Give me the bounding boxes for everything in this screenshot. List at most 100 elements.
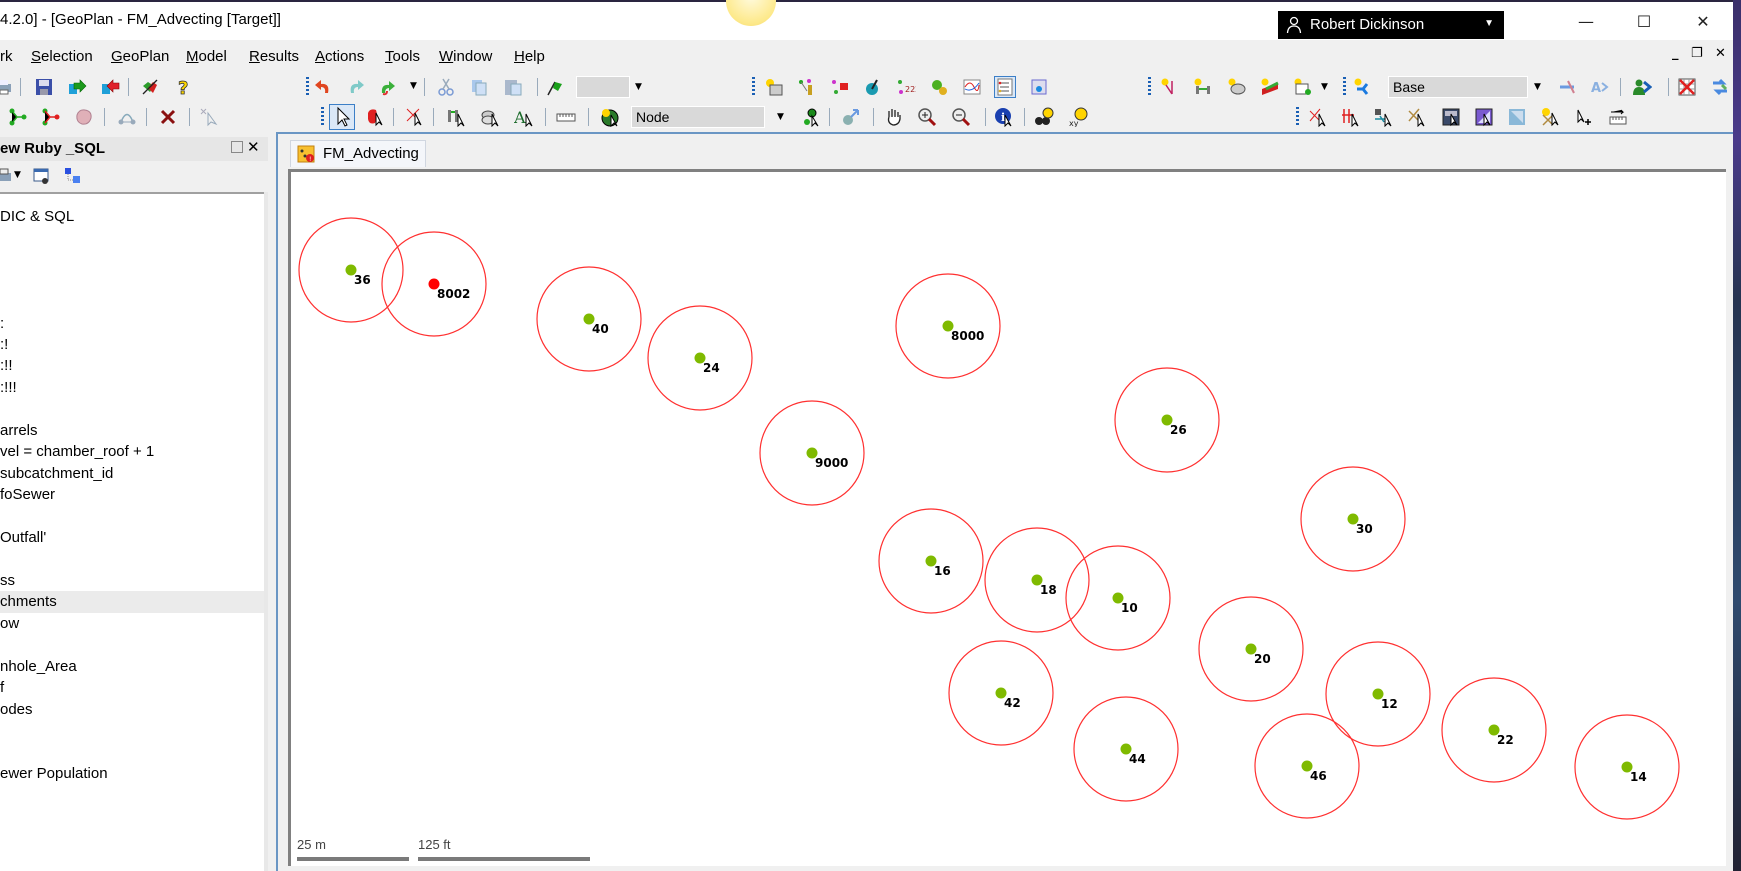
- add-link-icon[interactable]: [41, 107, 61, 127]
- find-icon[interactable]: [801, 107, 821, 127]
- save-icon[interactable]: [34, 77, 54, 97]
- help-icon[interactable]: ?: [174, 77, 194, 97]
- node-marker[interactable]: [583, 313, 595, 325]
- select-network-icon[interactable]: [1160, 77, 1180, 97]
- tree-item[interactable]: :!!!: [0, 379, 17, 396]
- add-point-icon[interactable]: [1575, 107, 1595, 127]
- layer-select-icon[interactable]: [480, 107, 500, 127]
- xy-icon[interactable]: xy: [1068, 107, 1088, 127]
- map-node-40[interactable]: 40: [536, 266, 642, 372]
- map-node-18[interactable]: 18: [984, 527, 1090, 633]
- node-marker[interactable]: [1347, 513, 1359, 525]
- edit-6-icon[interactable]: [1474, 107, 1494, 127]
- add-node-icon[interactable]: [8, 107, 28, 127]
- tree-item[interactable]: ow: [0, 615, 20, 632]
- map-node-22[interactable]: 22: [1441, 677, 1547, 783]
- user-account-button[interactable]: Robert Dickinson ▼: [1278, 11, 1504, 39]
- color-combo[interactable]: [576, 76, 630, 98]
- print-icon[interactable]: [0, 166, 14, 186]
- measure-select-icon[interactable]: [446, 107, 466, 127]
- node-marker[interactable]: [1621, 761, 1633, 773]
- ruler-icon[interactable]: [556, 107, 576, 127]
- polygon-icon[interactable]: [74, 107, 94, 127]
- mdi-close-button[interactable]: ✕: [1715, 46, 1726, 61]
- measure-icon[interactable]: [1608, 107, 1628, 127]
- snap-icon[interactable]: [841, 107, 861, 127]
- delete-grid-icon[interactable]: [1677, 77, 1697, 97]
- grid-view-icon[interactable]: [994, 76, 1016, 98]
- menu-network[interactable]: rk: [0, 48, 13, 65]
- graph-icon[interactable]: [962, 77, 982, 97]
- select-arrow-icon[interactable]: [329, 104, 355, 130]
- node-pick-icon[interactable]: [600, 107, 620, 127]
- menu-model[interactable]: Model: [186, 48, 227, 65]
- edit-4-icon[interactable]: [1407, 107, 1427, 127]
- panel-maximize-button[interactable]: [231, 141, 243, 153]
- scenario-combo[interactable]: Base: [1388, 76, 1528, 98]
- map-node-12[interactable]: 12: [1325, 641, 1431, 747]
- tree-item[interactable]: ss: [0, 572, 15, 589]
- connect-icon[interactable]: [117, 107, 137, 127]
- table-icon[interactable]: [1293, 77, 1313, 97]
- map-node-42[interactable]: 42: [948, 640, 1054, 746]
- menu-window[interactable]: Window: [439, 48, 493, 65]
- node-marker[interactable]: [806, 447, 818, 459]
- map-node-10[interactable]: 10: [1065, 545, 1171, 651]
- tree-item[interactable]: :!!: [0, 357, 13, 374]
- results-icon[interactable]: 2222: [896, 77, 916, 97]
- node-marker[interactable]: [1161, 414, 1173, 426]
- zoom-in-icon[interactable]: [917, 107, 937, 127]
- map-node-44[interactable]: 44: [1073, 696, 1179, 802]
- flag-network-icon[interactable]: [830, 77, 850, 97]
- maximize-button[interactable]: ☐: [1636, 12, 1652, 31]
- print-preview-icon[interactable]: [1227, 77, 1247, 97]
- layer-icon[interactable]: [1260, 77, 1280, 97]
- tree-item-selected[interactable]: chments: [0, 591, 264, 613]
- map-node-20[interactable]: 20: [1198, 596, 1304, 702]
- mdi-restore-button[interactable]: ❐: [1691, 46, 1703, 61]
- new-object-icon[interactable]: [764, 77, 784, 97]
- map-node-36[interactable]: 36: [298, 217, 404, 323]
- find-in-grid-icon[interactable]: [32, 166, 52, 186]
- edit-5-icon[interactable]: [1441, 107, 1461, 127]
- user-icon[interactable]: [1632, 77, 1652, 97]
- close-button[interactable]: ✕: [1696, 12, 1710, 31]
- node-marker[interactable]: [942, 320, 954, 332]
- tree-item[interactable]: Outfall': [0, 529, 47, 546]
- node-marker[interactable]: [1031, 574, 1043, 586]
- cut-icon[interactable]: [436, 77, 456, 97]
- chevron-down-icon[interactable]: ▼: [1321, 82, 1328, 92]
- info-icon[interactable]: i: [994, 107, 1014, 127]
- delete-icon[interactable]: [158, 107, 178, 127]
- redo-icon[interactable]: [346, 77, 366, 97]
- mdi-minimize-button[interactable]: _: [1672, 46, 1679, 61]
- tree-item[interactable]: :: [0, 315, 5, 332]
- hierarchy-icon[interactable]: [62, 166, 82, 186]
- chevron-down-icon[interactable]: ▼: [1534, 82, 1541, 92]
- tree-item[interactable]: foSewer: [0, 486, 56, 503]
- node-marker[interactable]: [1301, 760, 1313, 772]
- tree-item[interactable]: vel = chamber_roof + 1: [0, 443, 155, 460]
- chevron-down-icon[interactable]: ▼: [777, 112, 784, 122]
- copy-icon[interactable]: [469, 77, 489, 97]
- node-marker[interactable]: [1488, 724, 1500, 736]
- text-select-icon[interactable]: A: [514, 107, 534, 127]
- paste-icon[interactable]: [503, 77, 523, 97]
- tree-item[interactable]: ewer Population: [0, 765, 108, 782]
- node-marker[interactable]: [995, 687, 1007, 699]
- node-marker[interactable]: [1120, 743, 1132, 755]
- redo-dropdown-icon[interactable]: [378, 77, 398, 97]
- node-marker[interactable]: [694, 352, 706, 364]
- minimize-button[interactable]: —: [1578, 12, 1594, 31]
- menu-tools[interactable]: Tools: [385, 48, 421, 65]
- validate-icon[interactable]: [140, 77, 160, 97]
- node-marker[interactable]: [345, 264, 357, 276]
- deselect-icon[interactable]: [199, 107, 219, 127]
- tree-item[interactable]: :!: [0, 336, 9, 353]
- edit-7-icon[interactable]: [1507, 107, 1527, 127]
- map-node-9000[interactable]: 9000: [759, 400, 865, 506]
- zoom-out-icon[interactable]: [951, 107, 971, 127]
- binoculars-icon[interactable]: [1034, 107, 1054, 127]
